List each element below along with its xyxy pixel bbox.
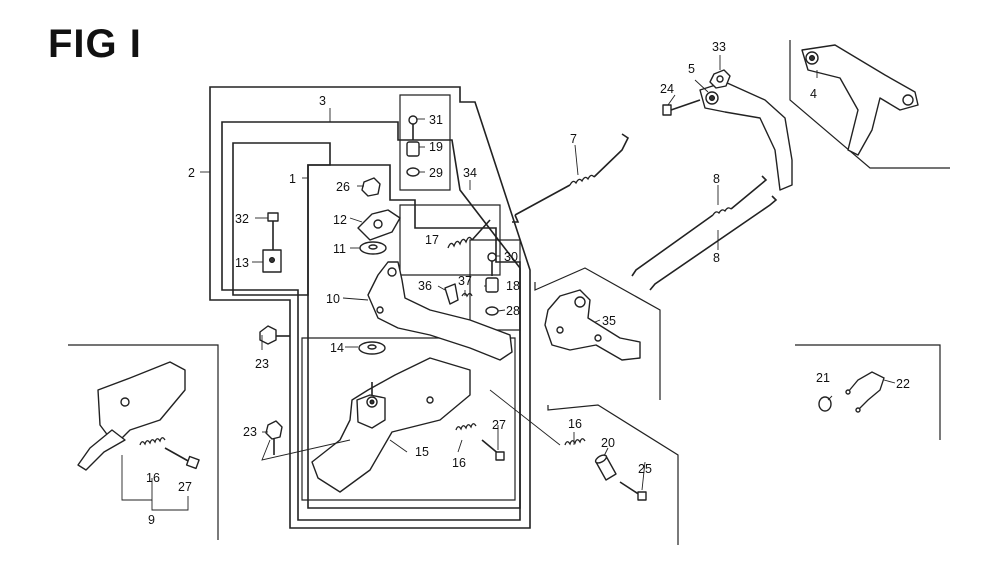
callout-16-right: 16 [568, 417, 582, 431]
callout-29: 29 [429, 166, 443, 180]
part-7-governor-spring [512, 133, 630, 223]
callout-13: 13 [235, 256, 249, 270]
callout-18: 18 [506, 279, 520, 293]
part-4-bracket [801, 44, 919, 156]
nut-33-icon [709, 69, 731, 89]
frame-bottom-16-25 [547, 404, 679, 545]
bolt-30-icon [487, 252, 497, 276]
group-outline-2 [209, 86, 531, 529]
part-15-base-plate [311, 357, 471, 493]
part-35-plate [544, 289, 641, 361]
callout-31: 31 [429, 113, 443, 127]
nut-26-icon [361, 177, 381, 197]
part-10-governor-arm [367, 261, 513, 361]
callout-30: 30 [504, 250, 518, 264]
callout-7: 7 [570, 132, 577, 146]
frame-top-right-4 [789, 40, 950, 169]
callout-36: 36 [418, 279, 432, 293]
part-21-icon [818, 396, 832, 412]
callout-16-center: 16 [452, 456, 466, 470]
callout-11: 11 [333, 242, 346, 256]
washer-11-icon [359, 241, 387, 255]
spring-17-icon [447, 219, 491, 249]
bolt-25-icon [619, 481, 647, 501]
inner-box-spring-17 [399, 204, 501, 276]
part-37-icon [461, 292, 473, 298]
callout-2: 2 [188, 166, 195, 180]
callout-32: 32 [235, 212, 249, 226]
callout-23-upper: 23 [255, 357, 269, 371]
spring-16-right-icon [564, 438, 586, 446]
part-13-clip [262, 249, 282, 273]
pin-36-icon [444, 283, 459, 305]
callout-23-lower: 23 [243, 425, 257, 439]
callout-33: 33 [712, 40, 726, 54]
callout-16-left: 16 [146, 471, 160, 485]
frame-right-21-22 [795, 344, 941, 440]
spring-16-center-icon [455, 423, 477, 431]
callout-35: 35 [602, 314, 616, 328]
bolt-27-center-icon [481, 439, 505, 461]
group-outline-34 [232, 142, 331, 296]
washer-14-icon [358, 341, 386, 355]
bolt-24-icon [662, 99, 701, 116]
callout-19: 19 [429, 140, 443, 154]
spacer-19-icon [406, 141, 420, 157]
callout-4: 4 [810, 87, 817, 101]
bolt-23-lower-icon [265, 420, 283, 455]
callout-9: 9 [148, 513, 155, 527]
spacer-18-icon [485, 277, 499, 293]
group-outline-1 [307, 164, 521, 509]
part-8-upper-rod [631, 175, 768, 277]
leader-lines [121, 55, 896, 511]
figure-title: FIG I [48, 22, 142, 66]
washer-29-icon [406, 167, 420, 177]
callout-14: 14 [330, 341, 344, 355]
callout-28: 28 [506, 304, 520, 318]
chain-22-icon [845, 371, 885, 413]
callout-22: 22 [896, 377, 910, 391]
callout-37: 37 [458, 274, 472, 288]
washer-28-icon [485, 306, 499, 316]
callout-27-left: 27 [178, 480, 192, 494]
part-5-lever-arm [699, 81, 793, 191]
callout-17: 17 [425, 233, 439, 247]
callout-25: 25 [638, 462, 652, 476]
callout-8-lower: 8 [713, 251, 720, 265]
callout-26: 26 [336, 180, 350, 194]
part-8-lower-rod [649, 195, 778, 291]
callout-8-upper: 8 [713, 172, 720, 186]
callout-5: 5 [688, 62, 695, 76]
callout-34: 34 [463, 166, 477, 180]
callout-21: 21 [816, 371, 830, 385]
callout-12: 12 [333, 213, 347, 227]
frame-right-35 [534, 267, 661, 400]
callout-27-center: 27 [492, 418, 506, 432]
callout-20: 20 [601, 436, 615, 450]
part-12-lever [357, 209, 401, 241]
bolt-32-icon [267, 212, 279, 250]
callout-1: 1 [289, 172, 296, 186]
collar-20-icon [594, 454, 617, 481]
callout-3: 3 [319, 94, 326, 108]
frame-left-9 [68, 344, 219, 540]
bolt-31-icon [408, 115, 418, 140]
part-9-control-lever-assembly [77, 361, 200, 471]
inner-box-18-30 [469, 239, 521, 331]
bolt-23-upper-icon [259, 325, 290, 345]
inner-box-19-31 [399, 94, 451, 191]
callout-15: 15 [415, 445, 429, 459]
callout-24: 24 [660, 82, 674, 96]
callout-10: 10 [326, 292, 340, 306]
